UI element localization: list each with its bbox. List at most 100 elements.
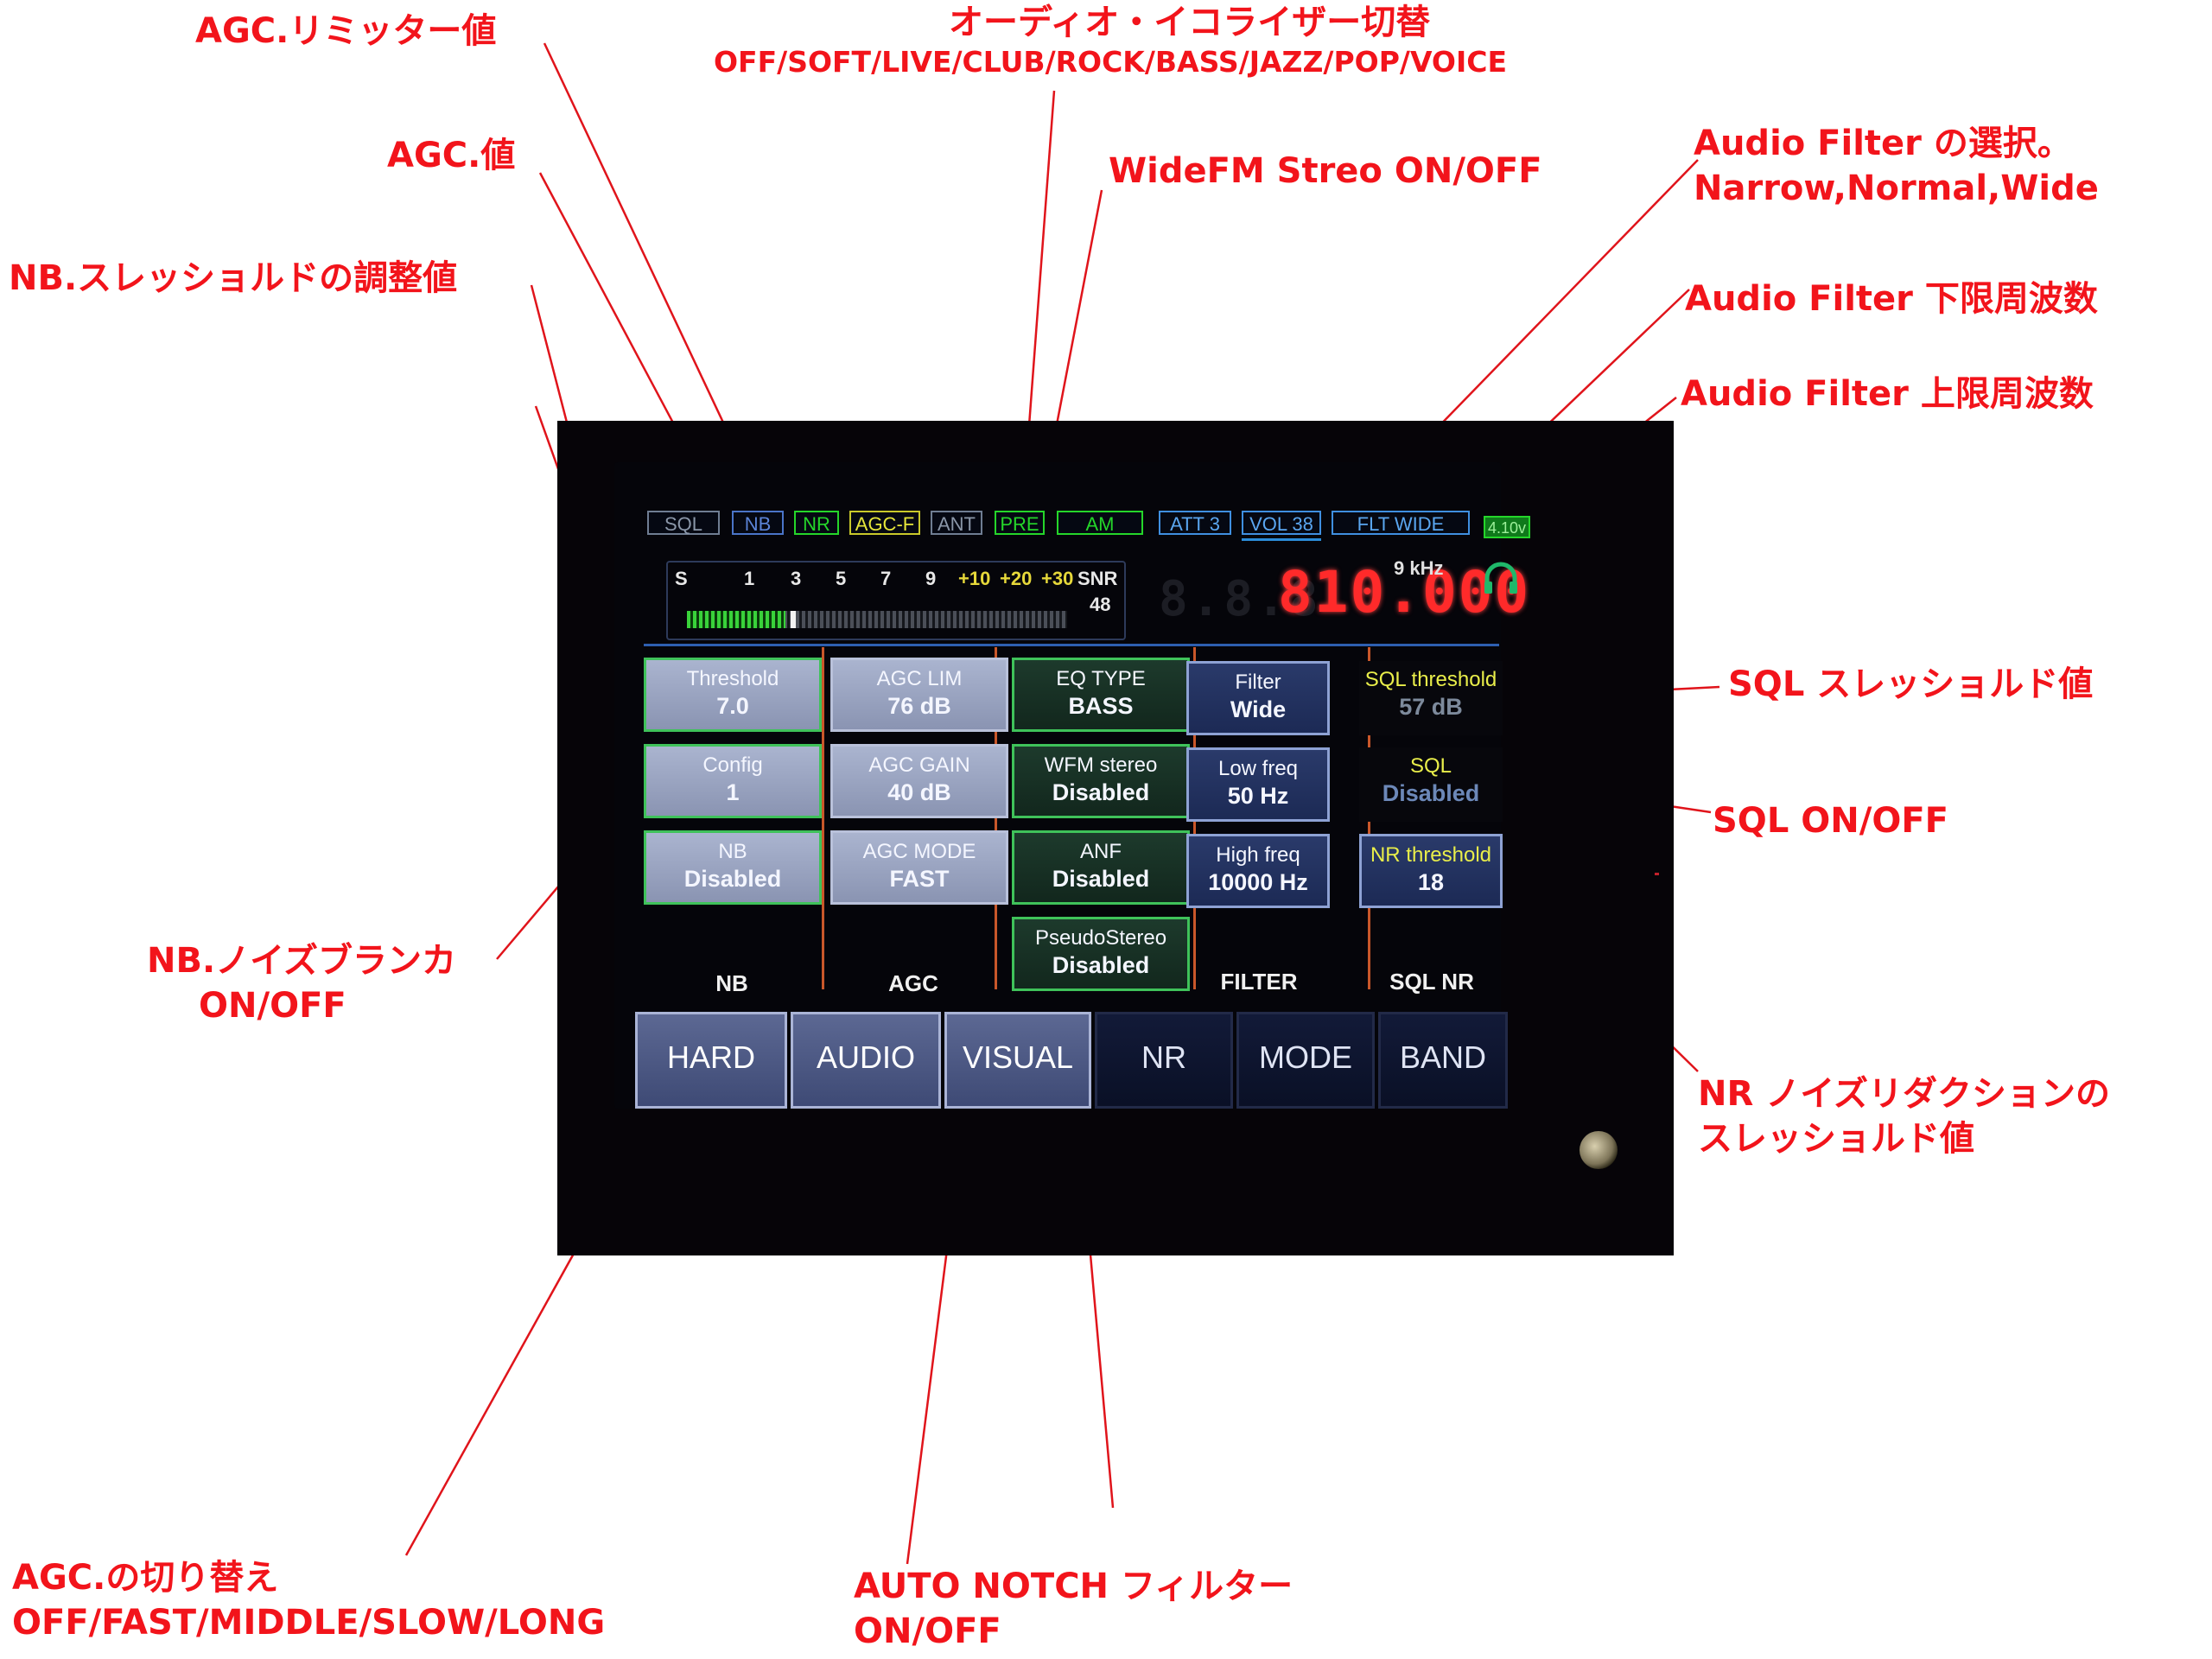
- tab-audio[interactable]: AUDIO: [791, 1012, 941, 1109]
- annotation-agc-mode-line1: AGC.の切り替え: [12, 1558, 279, 1598]
- filter-width-button[interactable]: Filter Wide: [1186, 661, 1330, 735]
- agc-gain-button[interactable]: AGC GAIN 40 dB: [830, 744, 1008, 818]
- screw: [1580, 1131, 1618, 1169]
- annotation-agc-mode: AGC.の切り替え OFF/FAST/MIDDLE/SLOW/LONG: [12, 1555, 605, 1645]
- agc-mode-value: FAST: [889, 866, 950, 892]
- s-meter-scale-9: 9: [925, 568, 937, 589]
- anf-title: ANF: [1080, 840, 1122, 863]
- s-meter-scale-s: S: [675, 568, 688, 589]
- status-pre[interactable]: PRE: [995, 511, 1045, 535]
- filter-low-freq-title: Low freq: [1217, 757, 1299, 780]
- nr-threshold-button[interactable]: NR threshold 18: [1359, 834, 1503, 908]
- filter-high-freq-value: 10000 Hz: [1208, 869, 1308, 895]
- agc-lim-button[interactable]: AGC LIM 76 dB: [830, 658, 1008, 732]
- wfm-stereo-value: Disabled: [1052, 779, 1150, 805]
- sql-toggle-title: SQL: [1409, 754, 1452, 778]
- annotation-widefm: WideFM Streo ON/OFF: [1109, 151, 1542, 191]
- agc-mode-button[interactable]: AGC MODE FAST: [830, 830, 1008, 905]
- status-nb[interactable]: NB: [732, 511, 784, 535]
- annotation-agc-value: AGC.値: [387, 136, 516, 175]
- nb-config-button[interactable]: Config 1: [644, 744, 822, 818]
- annotation-nr-threshold-line2: スレッショルド値: [1698, 1119, 1974, 1159]
- anf-button[interactable]: ANF Disabled: [1012, 830, 1190, 905]
- annotation-equalizer-options: OFF/SOFT/LIVE/CLUB/ROCK/BASS/JAZZ/POP/VO…: [714, 45, 1507, 79]
- eq-type-button[interactable]: EQ TYPE BASS: [1012, 658, 1190, 732]
- wfm-stereo-title: WFM stereo: [1044, 753, 1158, 777]
- s-meter-peak: [791, 611, 797, 628]
- power-led: [1655, 873, 1659, 875]
- sql-threshold-value: 57 dB: [1399, 694, 1463, 720]
- nb-threshold-value: 7.0: [716, 693, 749, 719]
- tab-visual[interactable]: VISUAL: [944, 1012, 1091, 1109]
- nb-toggle-button[interactable]: NB Disabled: [644, 830, 822, 905]
- eq-type-value: BASS: [1068, 693, 1134, 719]
- sql-toggle-button[interactable]: SQL Disabled: [1359, 747, 1503, 822]
- nb-config-value: 1: [726, 779, 740, 805]
- wfm-stereo-button[interactable]: WFM stereo Disabled: [1012, 744, 1190, 818]
- annotation-anf-line2: ON/OFF: [854, 1611, 1001, 1651]
- tab-nr[interactable]: NR: [1095, 1012, 1233, 1109]
- annotation-agc-mode-line2: OFF/FAST/MIDDLE/SLOW/LONG: [12, 1603, 606, 1643]
- s-meter: S 1 3 5 7 9 +10 +20 +30 SNR 48: [666, 561, 1126, 640]
- s-meter-scale-3: 3: [791, 568, 802, 589]
- filter-low-freq-value: 50 Hz: [1227, 783, 1289, 809]
- annotation-nb-onoff: NB.ノイズブランカ ON/OFF: [147, 938, 456, 1028]
- annotation-filter-low: Audio Filter 下限周波数: [1685, 279, 2098, 319]
- snr-value: 48: [1090, 594, 1111, 615]
- panel-label-nb: NB: [715, 970, 748, 996]
- annotation-filter-high: Audio Filter 上限周波数: [1681, 374, 2094, 414]
- annotation-nb-threshold: NB.スレッショルドの調整値: [9, 258, 458, 298]
- agc-lim-title: AGC LIM: [876, 667, 963, 690]
- tab-band[interactable]: BAND: [1378, 1012, 1508, 1109]
- filter-low-freq-button[interactable]: Low freq 50 Hz: [1186, 747, 1330, 822]
- tab-mode[interactable]: MODE: [1236, 1012, 1375, 1109]
- annotation-nr-threshold: NR ノイズリダクションの スレッショルド値: [1698, 1071, 2110, 1161]
- panel-label-sql-nr: SQL NR: [1389, 969, 1474, 995]
- s-meter-scale-p20: +20: [1000, 568, 1033, 589]
- panel-label-filter: FILTER: [1220, 969, 1298, 995]
- nb-config-title: Config: [702, 753, 763, 777]
- s-meter-scale-p10: +10: [958, 568, 991, 589]
- s-meter-level: [687, 611, 786, 628]
- status-filter[interactable]: FLT WIDE: [1332, 511, 1470, 535]
- nb-threshold-button[interactable]: Threshold 7.0: [644, 658, 822, 732]
- s-meter-bar: [687, 611, 1067, 628]
- nb-toggle-title: NB: [718, 840, 747, 863]
- filter-high-freq-title: High freq: [1216, 843, 1300, 867]
- filter-width-value: Wide: [1230, 696, 1287, 722]
- s-meter-scale-p30: +30: [1041, 568, 1074, 589]
- frequency-ghost-digits: 8.8.8: [1159, 571, 1322, 627]
- pseudo-stereo-value: Disabled: [1052, 952, 1150, 978]
- snr-label: SNR: [1077, 568, 1118, 589]
- status-mode[interactable]: AM: [1057, 511, 1143, 535]
- frequency-step[interactable]: 9 kHz: [1394, 557, 1444, 579]
- s-meter-scale-5: 5: [836, 568, 847, 589]
- s-meter-scale-1: 1: [744, 568, 755, 589]
- battery-indicator: 4.10v: [1484, 516, 1530, 538]
- panel-label-agc: AGC: [888, 970, 938, 996]
- nb-threshold-title: Threshold: [686, 667, 779, 690]
- nb-toggle-value: Disabled: [683, 866, 782, 892]
- status-sql[interactable]: SQL: [647, 511, 720, 535]
- status-att[interactable]: ATT 3: [1159, 511, 1231, 535]
- status-ant[interactable]: ANT: [931, 511, 982, 535]
- annotation-filter-select-line1: Audio Filter の選択。: [1694, 124, 2072, 163]
- pseudo-stereo-button[interactable]: PseudoStereo Disabled: [1012, 917, 1190, 991]
- status-agc[interactable]: AGC-F: [849, 511, 920, 535]
- filter-high-freq-button[interactable]: High freq 10000 Hz: [1186, 834, 1330, 908]
- pseudo-stereo-title: PseudoStereo: [1034, 926, 1167, 950]
- headphone-icon: [1484, 562, 1517, 594]
- status-vol[interactable]: VOL 38: [1242, 511, 1321, 535]
- annotation-nr-threshold-line1: NR ノイズリダクションの: [1698, 1074, 2111, 1114]
- annotation-filter-select-line2: Narrow,Normal,Wide: [1694, 168, 2099, 208]
- tab-hard[interactable]: HARD: [635, 1012, 787, 1109]
- annotation-sql-onoff: SQL ON/OFF: [1713, 801, 1948, 841]
- annotation-anf: AUTO NOTCH フィルター ON/OFF: [854, 1564, 1293, 1654]
- radio-device: SQL NB NR AGC-F ANT PRE AM ATT 3 VOL 38 …: [557, 421, 1674, 1255]
- nr-threshold-title: NR threshold: [1370, 843, 1492, 867]
- annotation-agc-limiter: AGC.リミッター値: [195, 11, 497, 51]
- sql-threshold-button[interactable]: SQL threshold 57 dB: [1359, 661, 1503, 735]
- annotation-nb-onoff-line2: ON/OFF: [199, 986, 346, 1026]
- filter-width-title: Filter: [1235, 671, 1281, 694]
- status-nr[interactable]: NR: [794, 511, 839, 535]
